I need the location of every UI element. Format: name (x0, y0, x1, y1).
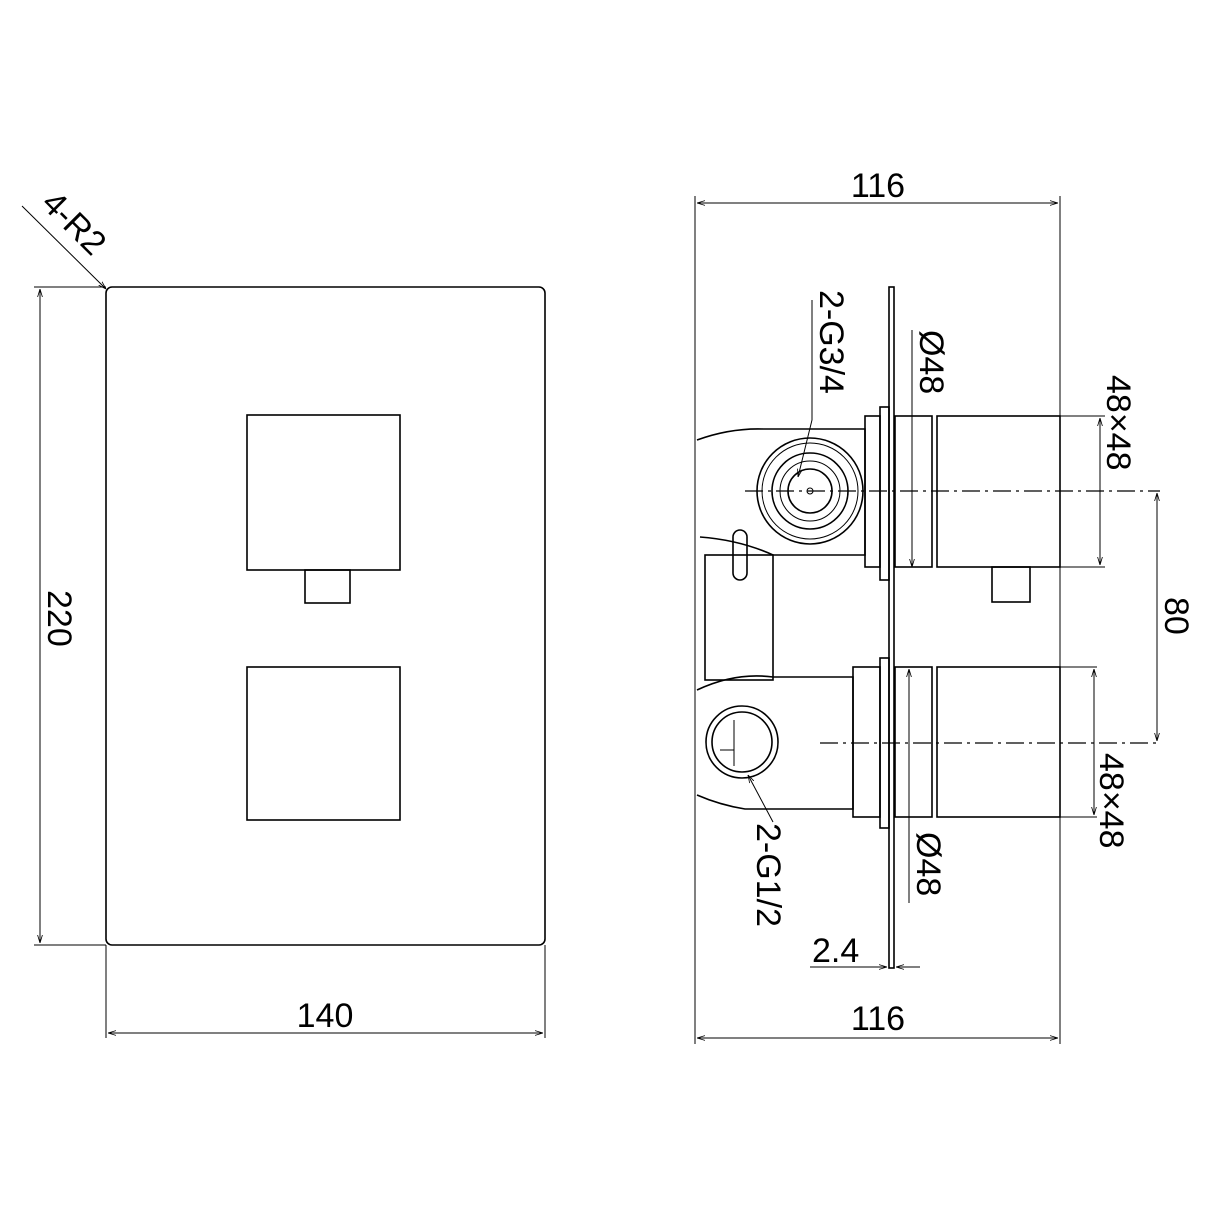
lower-knob-size-label: 48×48 (1092, 753, 1130, 849)
side-view: 116 116 (694, 167, 1195, 1044)
valve-tube (704, 554, 774, 681)
outlet-label: 2-G3/4 (812, 290, 850, 394)
corner-radius-callout: 4-R2 (21, 184, 113, 289)
width-label: 140 (297, 997, 354, 1035)
upper-ring-label: Ø48 (912, 330, 950, 394)
lower-knob (936, 666, 1061, 818)
upper-knob-size-label: 48×48 (1099, 375, 1137, 471)
cover-plate (105, 286, 546, 946)
inlet-port (705, 705, 779, 779)
spacing-label: 80 (1157, 597, 1195, 635)
lower-ring-label: Ø48 (909, 832, 947, 896)
inlet-label: 2-G1/2 (749, 823, 787, 927)
depth-top-label: 116 (851, 167, 905, 205)
corner-radius-label: 4-R2 (34, 184, 113, 263)
height-label: 220 (40, 590, 78, 647)
wall-plate (888, 286, 895, 969)
plate-thickness-label: 2.4 (812, 932, 859, 970)
upper-flange (879, 406, 890, 581)
lower-handle (246, 666, 401, 821)
upper-knob-stem (991, 566, 1031, 603)
lower-ring (894, 666, 933, 818)
upper-handle (246, 414, 401, 571)
width-dimension: 140 (105, 945, 546, 1038)
upper-handle-stem (304, 569, 351, 604)
height-dimension: 220 (34, 286, 106, 946)
front-view: 220 140 4-R2 (21, 184, 546, 1038)
depth-bottom-label: 116 (851, 1000, 905, 1038)
